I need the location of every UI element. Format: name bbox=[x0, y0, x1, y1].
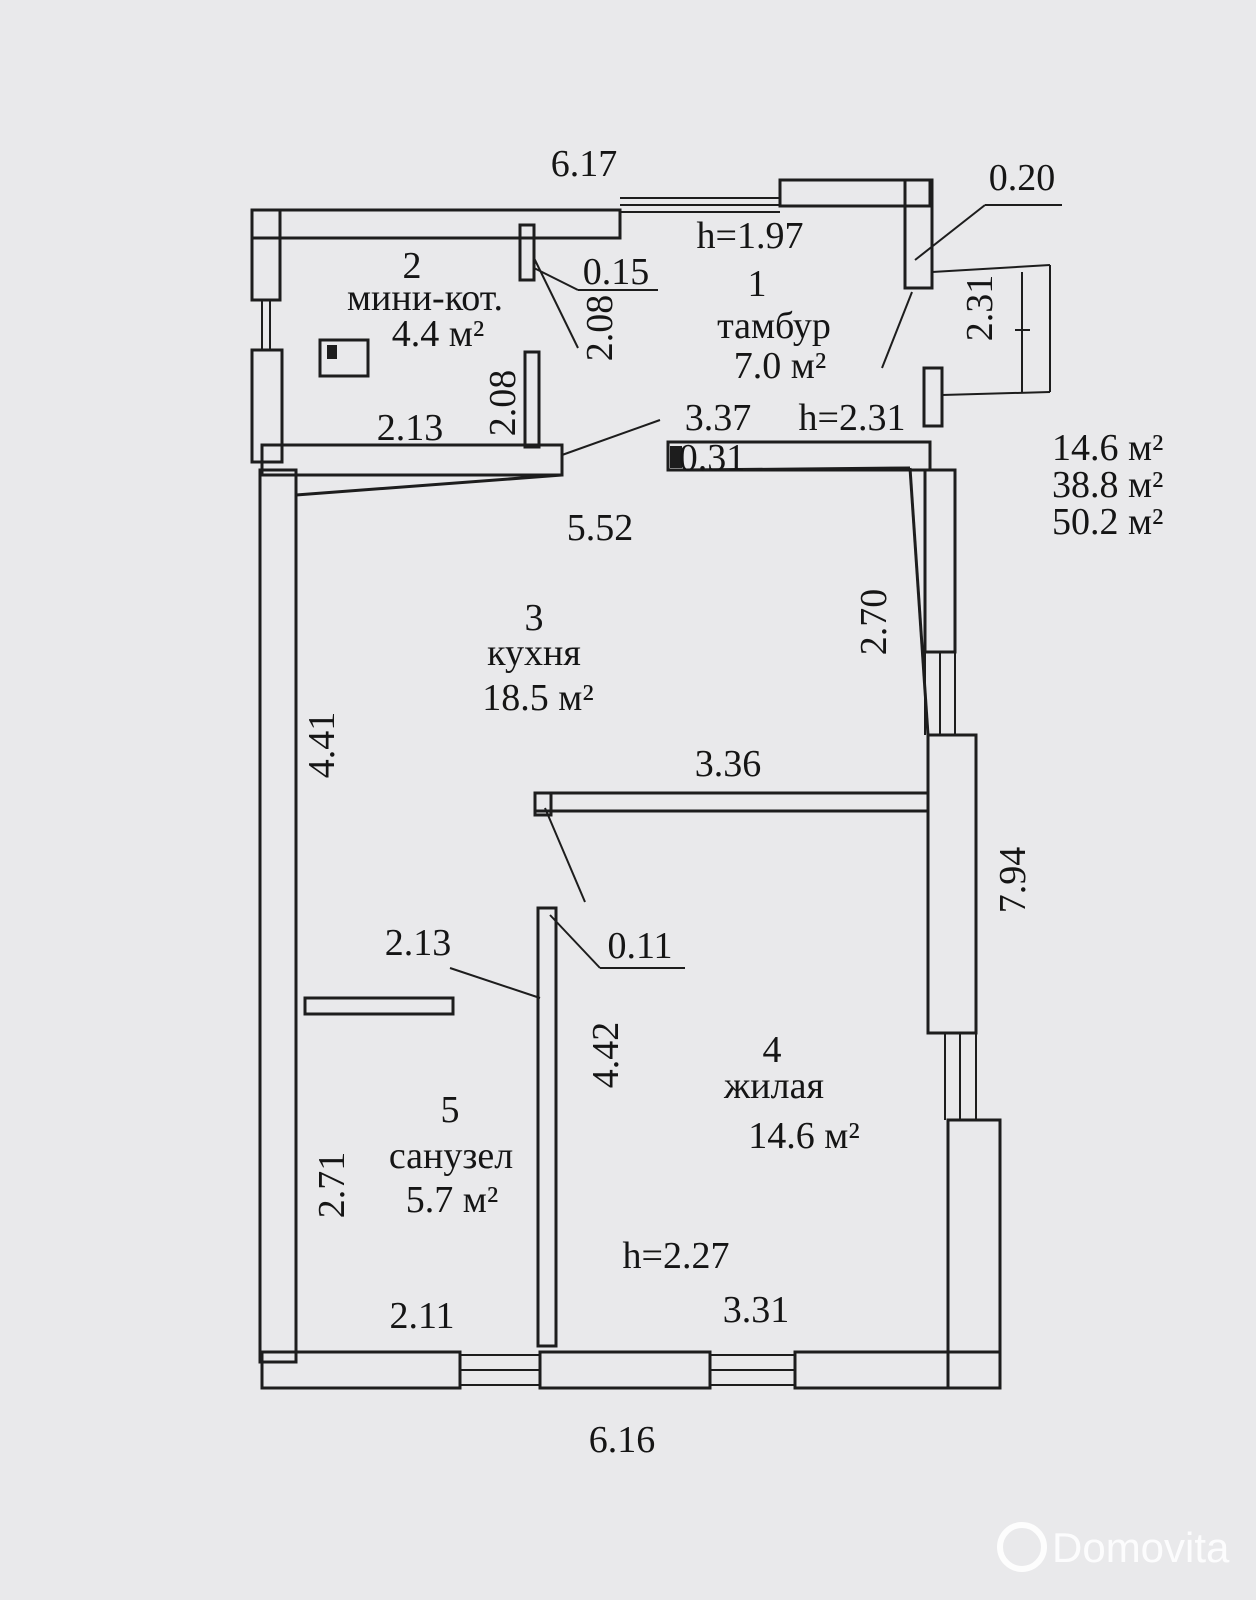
dim-living-bottom: 3.31 bbox=[723, 1289, 790, 1331]
total-living: 14.6 м² bbox=[1052, 427, 1163, 469]
watermark-text: Domovita bbox=[1052, 1524, 1230, 1571]
room-area-4: 14.6 м² bbox=[748, 1115, 859, 1157]
dim-right: 7.94 bbox=[992, 847, 1034, 914]
dim-tambour-width: 3.37 bbox=[685, 397, 752, 439]
room-labels: 1 тамбур 7.0 м² 2 мини-кот. 4.4 м² 3 кух… bbox=[347, 245, 860, 1221]
dim-top: 6.17 bbox=[551, 143, 618, 185]
room-name-4: жилая bbox=[723, 1065, 824, 1107]
room-area-5: 5.7 м² bbox=[406, 1179, 498, 1221]
dim-boiler-width: 2.13 bbox=[377, 407, 444, 449]
total-all: 50.2 м² bbox=[1052, 501, 1163, 543]
height-labels: h=1.97 h=2.31 h=2.27 bbox=[623, 215, 906, 1277]
dim-living-left: 4.42 bbox=[585, 1022, 627, 1089]
dim-kitchen-right: 2.70 bbox=[853, 589, 895, 656]
watermark-logo-icon bbox=[997, 1522, 1047, 1572]
dim-boiler-door: 2.08 bbox=[579, 295, 621, 362]
dim-bottom: 6.16 bbox=[589, 1419, 656, 1461]
dim-bath-bottom: 2.11 bbox=[389, 1295, 454, 1337]
dim-tambour-wall: 0.31 bbox=[679, 437, 746, 479]
dim-boiler-wall: 2.08 bbox=[482, 370, 524, 437]
height-tambour: h=1.97 bbox=[697, 215, 804, 257]
dim-wall-015: 0.15 bbox=[583, 251, 650, 293]
dim-partition: 0.11 bbox=[607, 925, 672, 967]
room-number-5: 5 bbox=[441, 1089, 460, 1131]
watermark: Domovita bbox=[997, 1522, 1230, 1572]
dimension-labels: 6.17 6.16 0.20 0.15 2.13 3.37 0.31 5.52 … bbox=[301, 143, 1055, 1461]
room-number-4: 4 bbox=[763, 1029, 782, 1071]
room-number-2: 2 bbox=[403, 245, 422, 287]
room-name-2: мини-кот. bbox=[347, 277, 503, 319]
total-other: 38.8 м² bbox=[1052, 464, 1163, 506]
room-name-3: кухня bbox=[487, 632, 581, 674]
height-living: h=2.27 bbox=[623, 1235, 730, 1277]
room-number-3: 3 bbox=[525, 597, 544, 639]
inner-walls bbox=[260, 223, 932, 1348]
dim-porch: 2.31 bbox=[959, 275, 1001, 342]
dim-kitchen-left: 4.41 bbox=[301, 712, 343, 779]
room-number-1: 1 bbox=[748, 263, 767, 305]
room-area-3: 18.5 м² bbox=[482, 677, 593, 719]
dim-wall-020: 0.20 bbox=[989, 157, 1056, 199]
room-area-2: 4.4 м² bbox=[392, 313, 484, 355]
room-name-5: санузел bbox=[389, 1135, 513, 1177]
boiler-icon bbox=[318, 338, 370, 378]
height-hall: h=2.31 bbox=[799, 397, 906, 439]
dim-bath-left: 2.71 bbox=[311, 1152, 353, 1219]
leader-lines bbox=[449, 204, 1062, 999]
area-totals: 14.6 м² 38.8 м² 50.2 м² bbox=[1052, 427, 1163, 543]
dim-kitchen-width: 5.52 bbox=[567, 507, 634, 549]
outer-walls bbox=[250, 178, 1002, 1390]
dim-living-top: 3.36 bbox=[695, 743, 762, 785]
room-area-1: 7.0 м² bbox=[734, 345, 826, 387]
room-name-1: тамбур bbox=[717, 305, 831, 347]
dim-bath-top: 2.13 bbox=[385, 922, 452, 964]
